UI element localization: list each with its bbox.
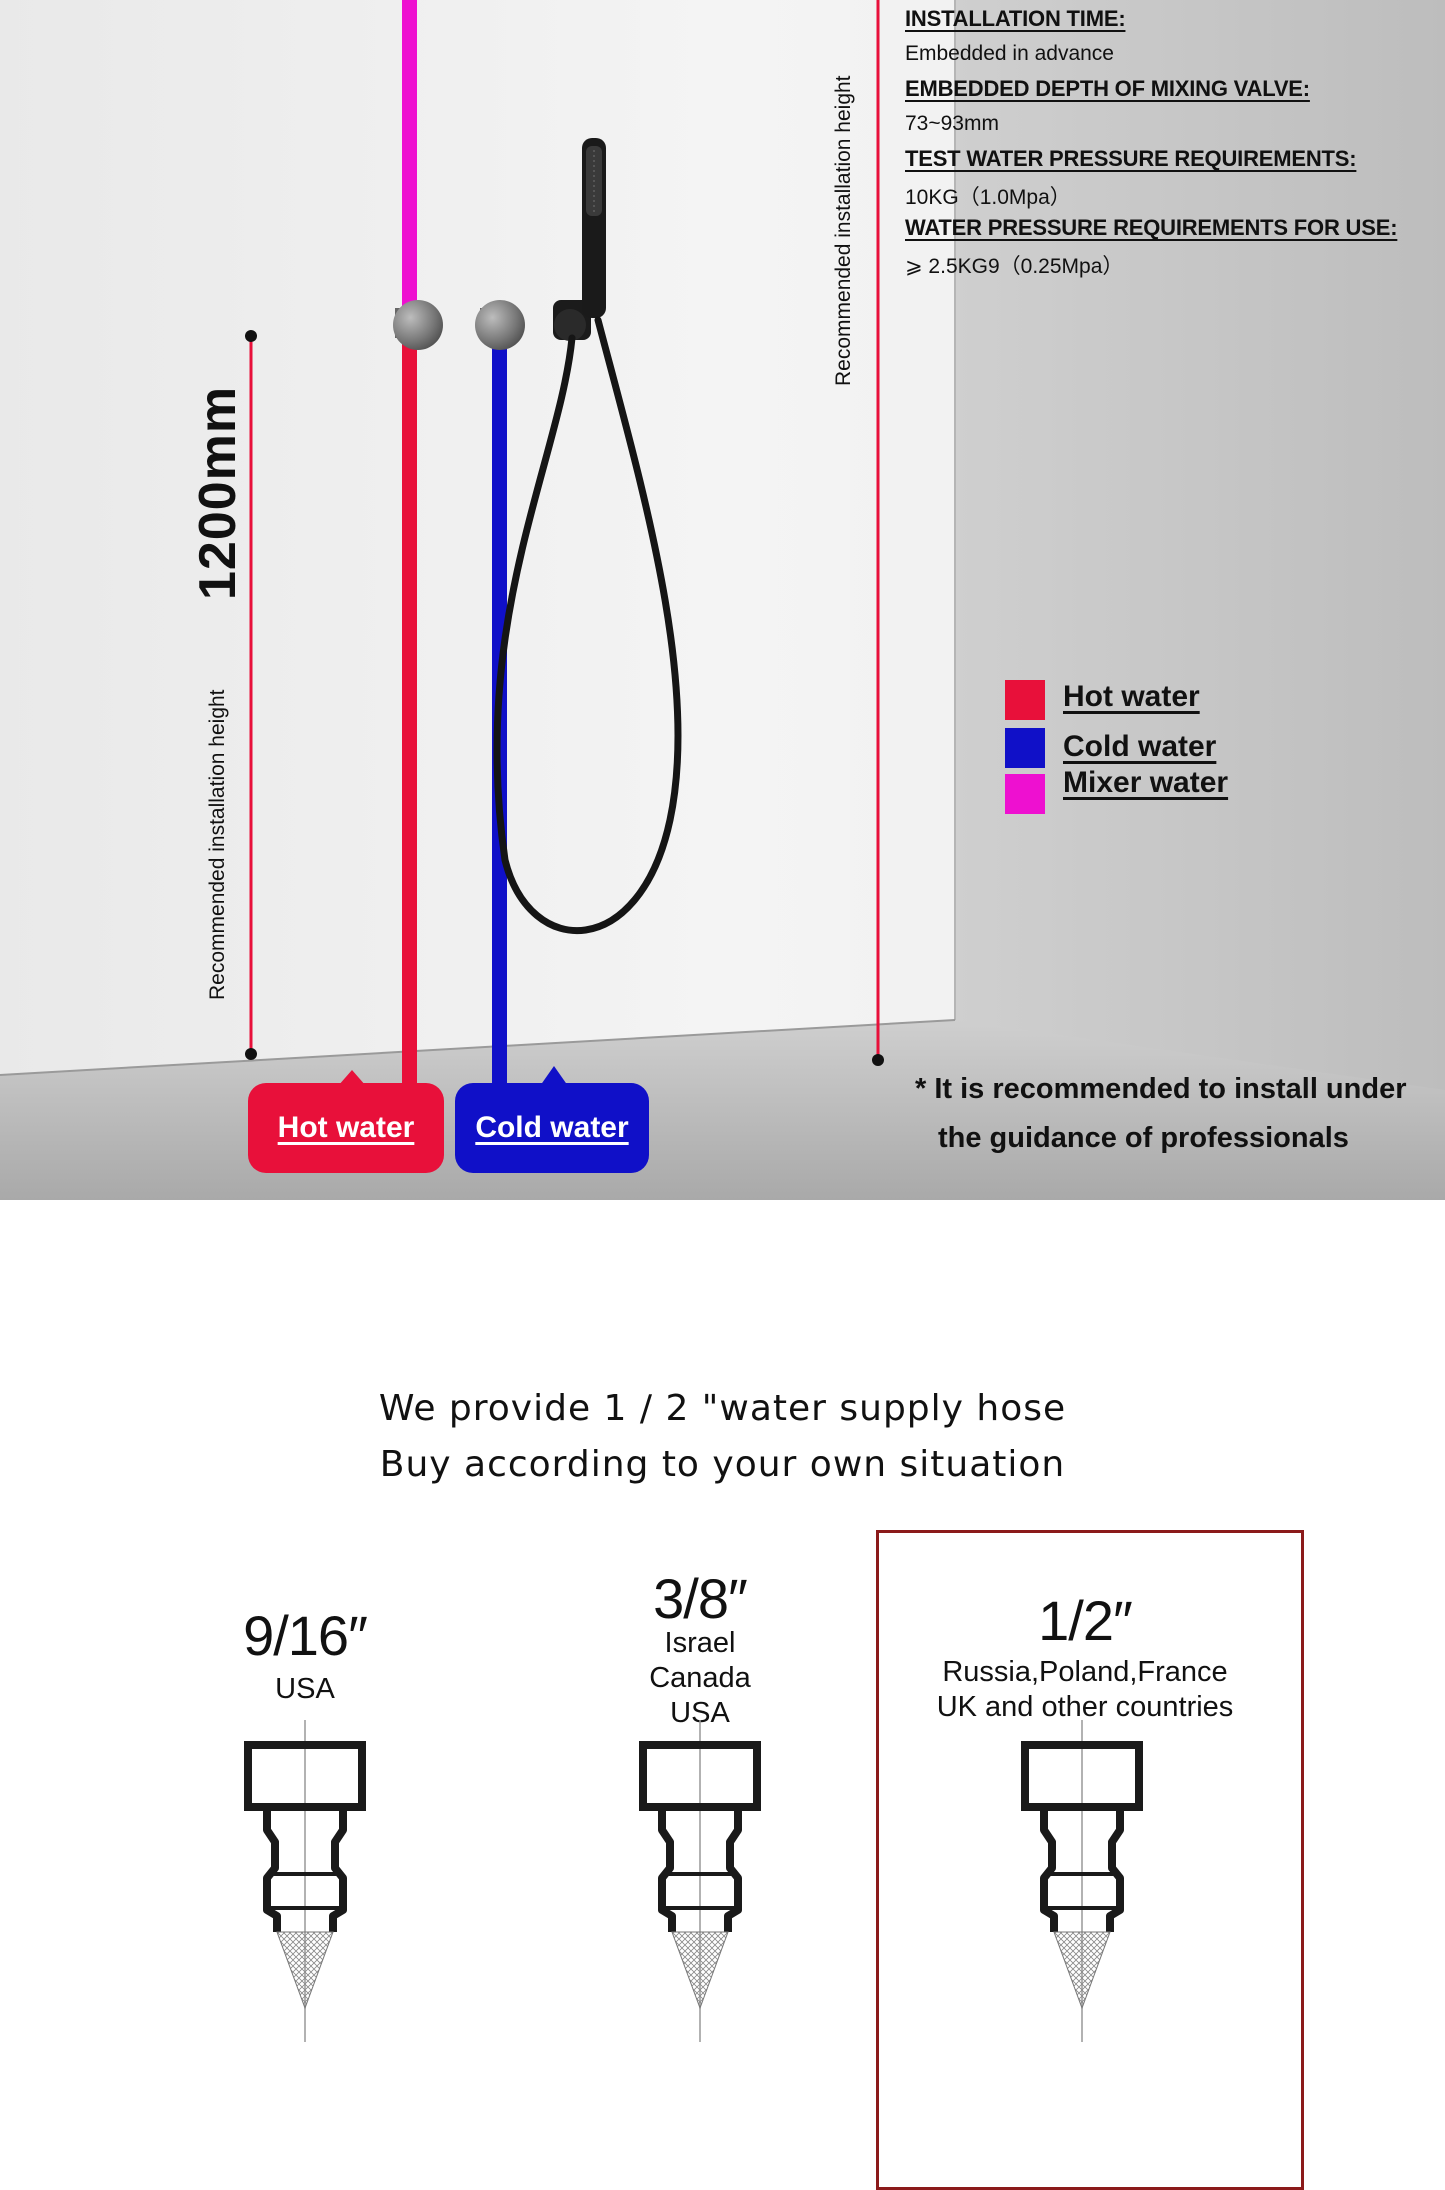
- valve-knob-icon: [393, 300, 443, 350]
- scene-background: [0, 0, 1445, 1200]
- recommended-height-label-left: Recommended installation height: [206, 689, 229, 1000]
- fitting-diagrams: [0, 1720, 1445, 2060]
- hot-water-badge: Hot water: [248, 1083, 444, 1173]
- spec-label-embedded-depth: EMBEDDED DEPTH OF MIXING VALVE:: [905, 76, 1310, 101]
- size-title-1-2: 1/2″: [1038, 1589, 1133, 1652]
- size-region-1-2-line1: Russia,Poland,France: [942, 1656, 1228, 1688]
- installation-scene: INSTALLATION TIME: Embedded in advance E…: [0, 0, 1445, 1200]
- hose-connector-icon: [553, 300, 591, 341]
- legend-label-cold: Cold water: [1063, 730, 1217, 763]
- spec-value-test-pressure: 10KG（1.0Mpa）: [905, 186, 1071, 209]
- spec-value-embedded-depth: 73~93mm: [905, 112, 999, 135]
- spec-value-installation-time: Embedded in advance: [905, 42, 1114, 65]
- legend-label-mixer: Mixer water: [1063, 766, 1229, 799]
- cold-water-badge: Cold water: [455, 1083, 649, 1173]
- spec-label-installation-time: INSTALLATION TIME:: [905, 6, 1126, 31]
- legend-label-hot: Hot water: [1063, 680, 1200, 713]
- size-region-3-8-line1: Israel: [664, 1627, 736, 1659]
- professional-note-line2: the guidance of professionals: [938, 1122, 1349, 1154]
- legend-swatch-cold: [1005, 728, 1045, 768]
- size-title-3-8: 3/8″: [653, 1567, 748, 1630]
- dimension-label: 1200mm: [189, 385, 247, 600]
- size-title-9-16: 9/16″: [243, 1604, 368, 1667]
- hand-shower-icon: [582, 138, 606, 318]
- fitting-3-8-icon: [643, 1720, 757, 2042]
- headline-line2: Buy according to your own situation: [379, 1444, 1066, 1485]
- legend-swatch-mixer: [1005, 774, 1045, 814]
- hot-pipe: [402, 320, 417, 1098]
- fitting-1-2-icon: [1025, 1720, 1139, 2042]
- recommended-height-label-right: Recommended installation height: [832, 75, 855, 386]
- legend-swatch-hot: [1005, 680, 1045, 720]
- size-region-1-2-line2: UK and other countries: [936, 1691, 1234, 1723]
- spec-label-use-pressure: WATER PRESSURE REQUIREMENTS FOR USE:: [905, 215, 1398, 240]
- spec-value-use-pressure: ⩾ 2.5KG9（0.25Mpa）: [905, 255, 1124, 278]
- size-region-9-16-line1: USA: [275, 1673, 335, 1705]
- fitting-9-16-icon: [248, 1720, 362, 2042]
- size-region-3-8-line2: Canada: [649, 1662, 751, 1694]
- mixer-pipe: [402, 0, 417, 320]
- professional-note-line1: * It is recommended to install under: [915, 1073, 1407, 1105]
- shower-hose: [493, 316, 682, 935]
- headline-line1: We provide 1 / 2 "water supply hose: [378, 1388, 1067, 1429]
- spec-label-test-pressure: TEST WATER PRESSURE REQUIREMENTS:: [905, 146, 1357, 171]
- valve-knob-icon: [475, 300, 525, 350]
